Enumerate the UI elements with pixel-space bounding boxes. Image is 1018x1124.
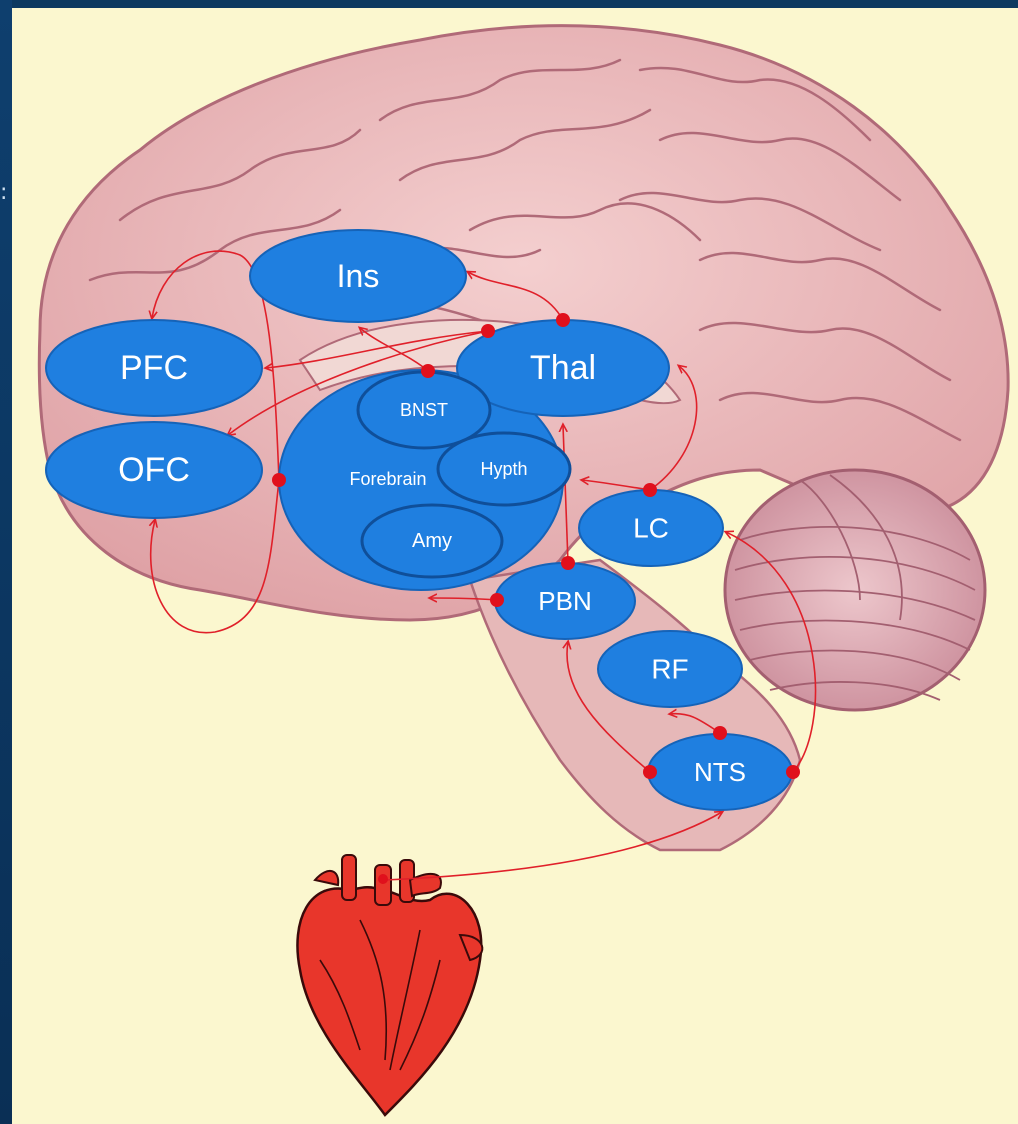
- dot-forebrain: [272, 473, 286, 487]
- dot-thal-top: [556, 313, 570, 327]
- heart-shape: [297, 887, 481, 1115]
- node-pfc-label: PFC: [120, 349, 188, 387]
- node-amy-label: Amy: [412, 530, 452, 552]
- node-amy: Amy: [362, 505, 502, 577]
- node-ofc-label: OFC: [118, 451, 190, 489]
- node-rf: RF: [598, 631, 742, 707]
- dot-bnst: [421, 364, 435, 378]
- node-nts-label: NTS: [694, 757, 746, 787]
- dot-nts-top: [713, 726, 727, 740]
- node-hypth-label: Hypth: [480, 459, 527, 479]
- dot-heart-origin: [378, 874, 388, 884]
- node-ins-label: Ins: [337, 258, 380, 294]
- node-pbn: PBN: [495, 563, 635, 639]
- node-hypth: Hypth: [438, 433, 570, 505]
- node-lc: LC: [579, 490, 723, 566]
- dot-nts-right: [786, 765, 800, 779]
- node-bnst-label: BNST: [400, 400, 448, 420]
- node-pbn-label: PBN: [538, 586, 591, 616]
- dot-lc: [643, 483, 657, 497]
- dot-pbn-left: [490, 593, 504, 607]
- node-rf-label: RF: [651, 654, 688, 685]
- dot-thal-left: [481, 324, 495, 338]
- node-ins: Ins: [250, 230, 466, 322]
- dot-nts-left: [643, 765, 657, 779]
- node-lc-label: LC: [633, 513, 669, 544]
- node-thal-label: Thal: [530, 349, 596, 387]
- node-nts: NTS: [648, 734, 792, 810]
- cerebellum: [725, 470, 985, 710]
- dot-pbn-top: [561, 556, 575, 570]
- node-forebrain-label: Forebrain: [349, 469, 426, 489]
- heart-icon: [297, 855, 482, 1115]
- node-ofc: OFC: [46, 422, 262, 518]
- node-pfc: PFC: [46, 320, 262, 416]
